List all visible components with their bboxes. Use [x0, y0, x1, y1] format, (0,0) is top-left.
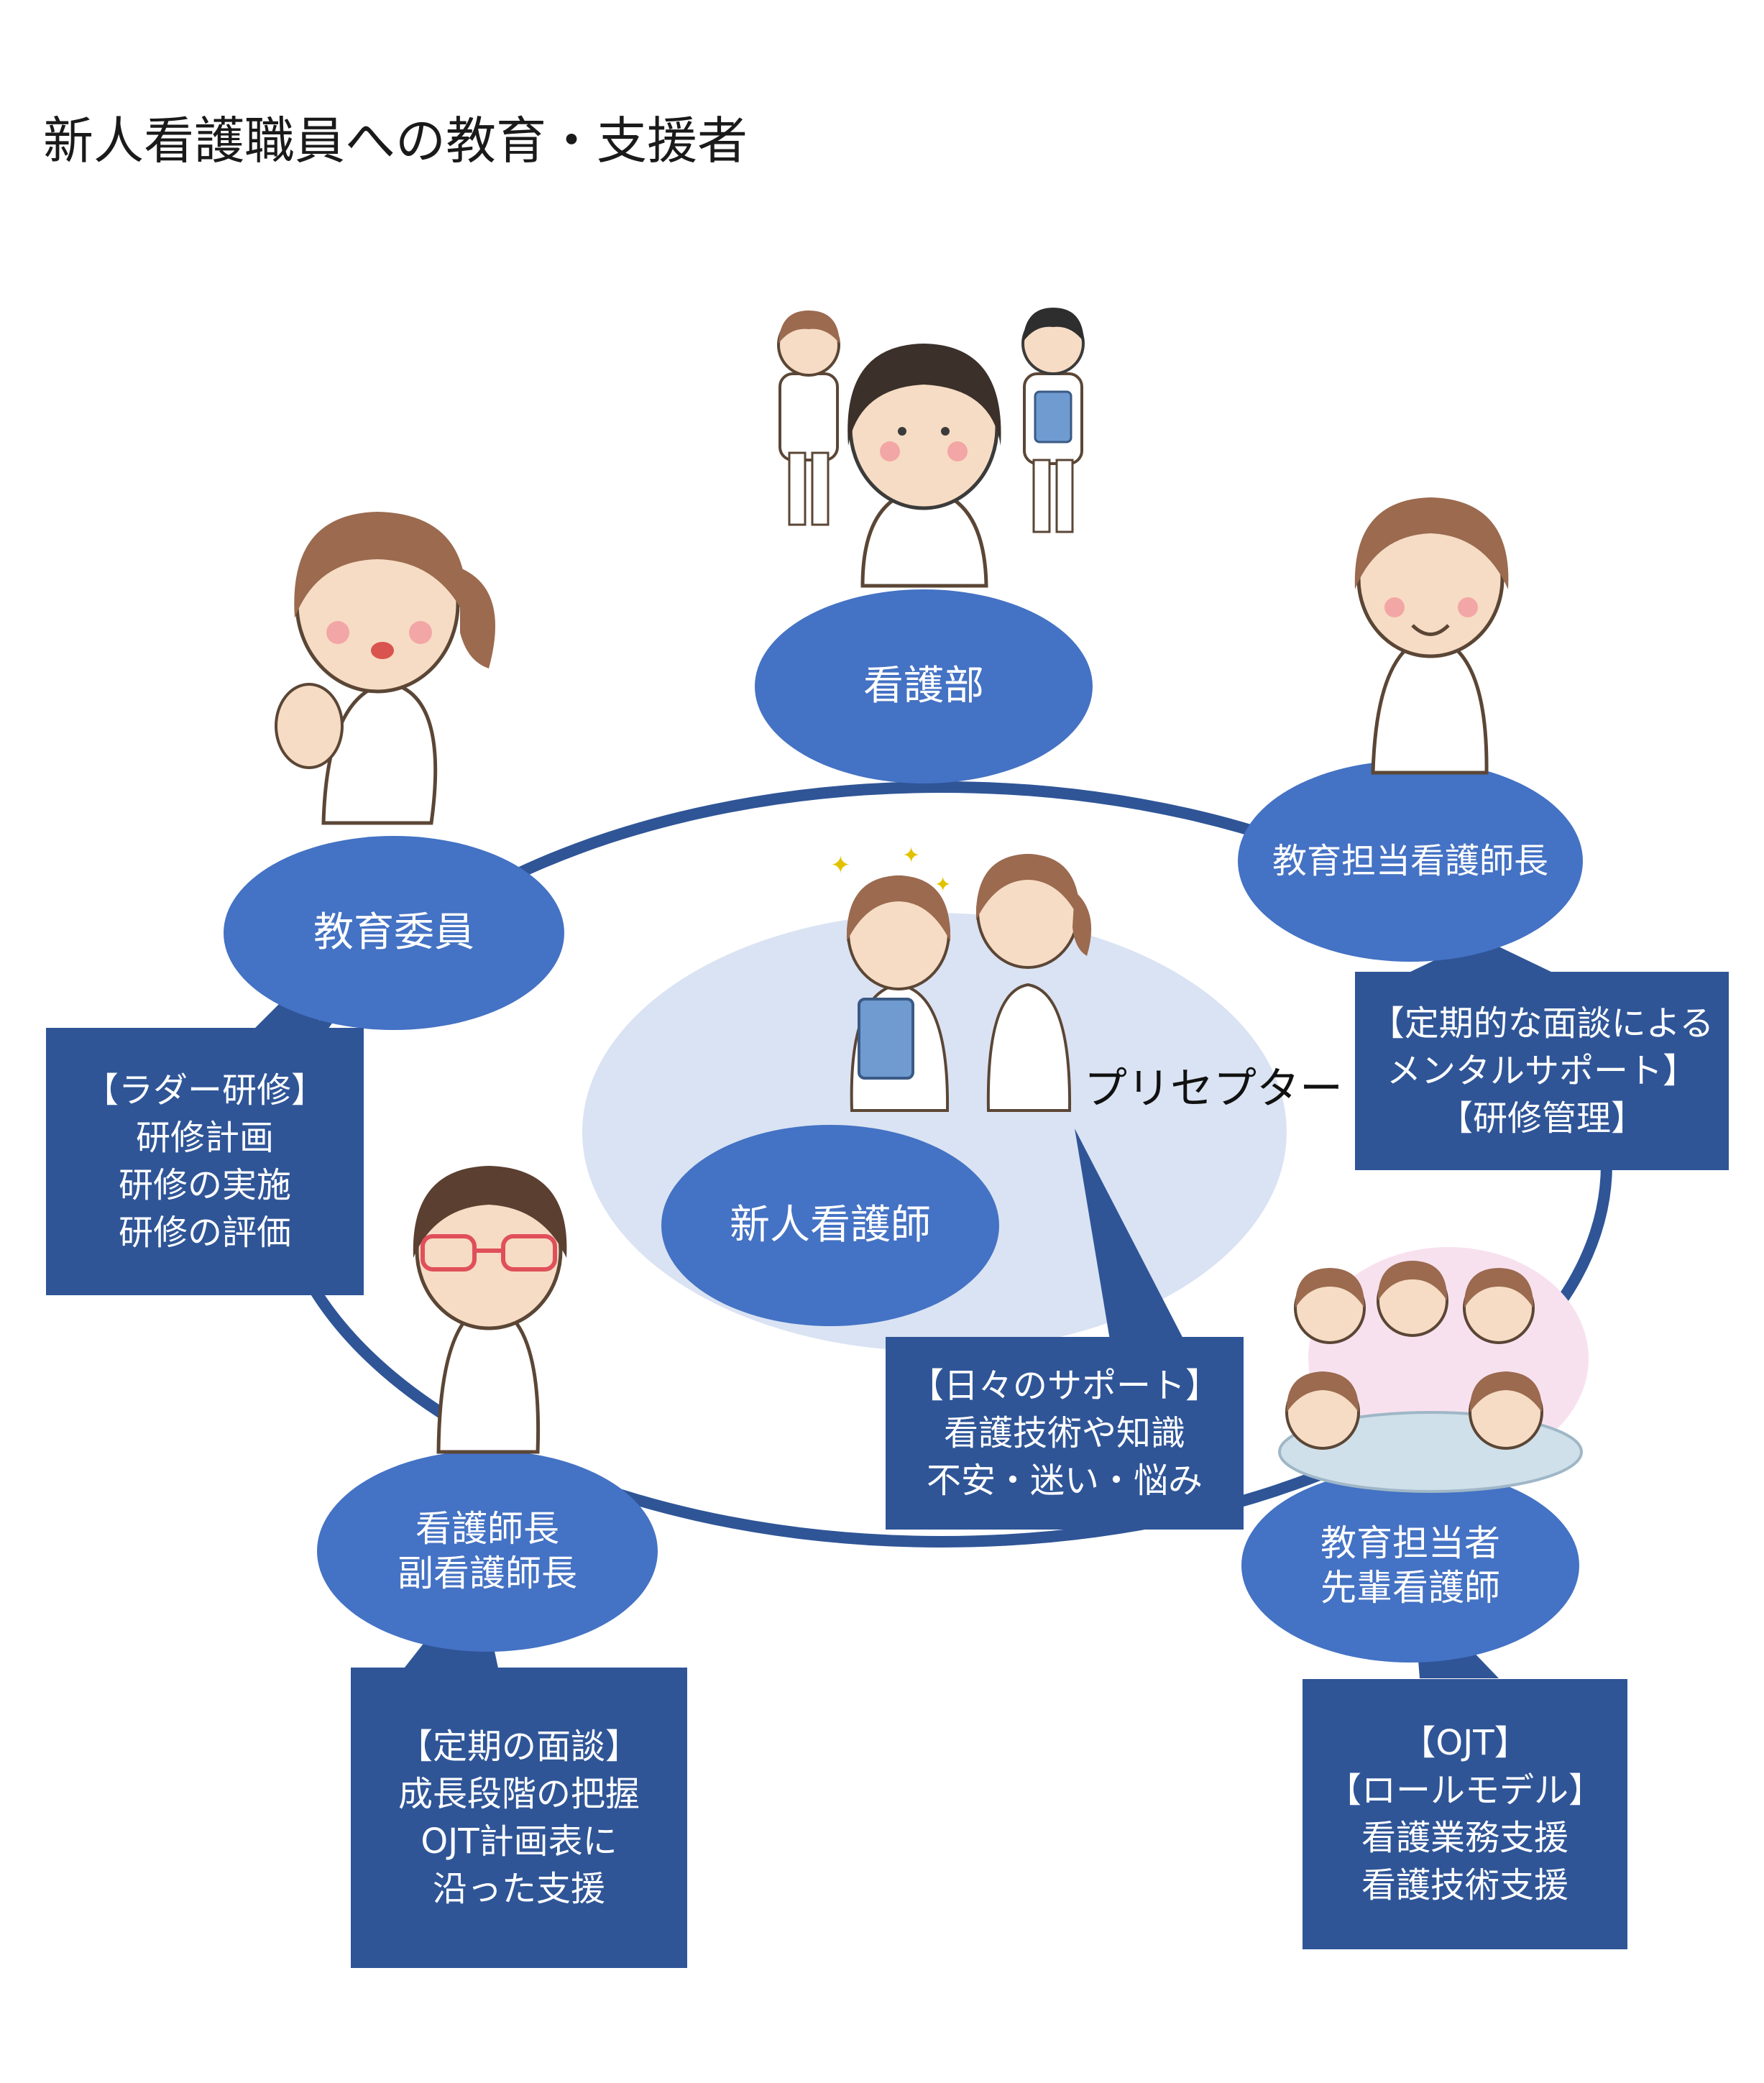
note-interview-line-2: 成長段階の把握 — [398, 1773, 640, 1814]
education-staff-line-1: 教育担当者 — [1320, 1522, 1500, 1564]
note-ojt-line-4: 看護技術支援 — [1361, 1865, 1568, 1906]
note-daily-line-3: 不安・迷い・悩み — [926, 1461, 1203, 1502]
note-ojt-line-3: 看護業務支援 — [1361, 1818, 1568, 1858]
pointer-mental — [1391, 938, 1571, 981]
new-nurse-text: 新人看護師 — [730, 1202, 931, 1249]
nursing-dept-text: 看護部 — [863, 663, 984, 709]
note-ladder-line-2: 研修計画 — [135, 1117, 274, 1158]
svg-text:✦: ✦ — [902, 843, 920, 868]
note-ladder-training: 【ラダー研修】 研修計画 研修の実施 研修の評価 — [46, 1028, 364, 1295]
page-title: 新人看護職員への教育・支援者 — [43, 111, 748, 170]
head-nurse-line-2: 副看護師長 — [398, 1553, 577, 1594]
label-head-nurse: 看護師長 副看護師長 — [317, 1450, 658, 1652]
label-new-nurse: 新人看護師 — [661, 1125, 999, 1326]
note-ladder-line-3: 研修の実施 — [118, 1165, 291, 1205]
svg-text:✦: ✦ — [830, 851, 851, 880]
label-education-committee: 教育委員 — [224, 836, 564, 1030]
note-mental-line-2: メンタルサポート】 — [1386, 1050, 1697, 1091]
label-education-head: 教育担当看護師長 — [1238, 760, 1583, 962]
nurse-ok-sign-icon — [275, 512, 495, 825]
pointer-daily — [1075, 1128, 1186, 1344]
note-ladder-line-1: 【ラダー研修】 — [83, 1070, 326, 1111]
note-ojt-line-2: 【ロールモデル】 — [1326, 1770, 1603, 1811]
oval-education-staff — [1241, 1468, 1579, 1663]
education-committee-text: 教育委員 — [313, 909, 474, 956]
oval-head-nurse — [317, 1450, 658, 1652]
note-mental-line-3: 【研修管理】 — [1438, 1098, 1645, 1139]
note-mental-support: 【定期的な面談による メンタルサポート】 【研修管理】 — [1355, 972, 1729, 1170]
svg-text:✦: ✦ — [934, 873, 951, 896]
preceptor-label: プリセプター — [1084, 1064, 1343, 1114]
nurse-group-top-icon — [777, 308, 1085, 588]
note-mental-line-1: 【定期的な面談による — [1369, 1003, 1714, 1044]
oval-new-nurse — [661, 1125, 999, 1326]
note-interview-line-3: OJT計画表に — [421, 1821, 617, 1862]
oval-nursing-dept — [755, 589, 1093, 783]
nurse-pair-center-icon: ✦ ✦ ✦ — [830, 843, 1092, 1112]
nurse-glasses-icon — [413, 1166, 567, 1454]
note-daily-support: 【日々のサポート】 看護技術や知識 不安・迷い・悩み — [886, 1337, 1244, 1530]
education-staff-line-2: 先輩看護師 — [1320, 1567, 1500, 1609]
nurse-meeting-icon — [1278, 1247, 1589, 1493]
note-daily-line-2: 看護技術や知識 — [943, 1412, 1185, 1453]
education-head-text: 教育担当看護師長 — [1272, 841, 1548, 881]
note-daily-line-1: 【日々のサポート】 — [909, 1365, 1220, 1406]
label-nursing-dept: 看護部 — [755, 589, 1093, 783]
note-interview-line-1: 【定期の面談】 — [398, 1726, 640, 1767]
note-ojt-line-1: 【OJT】 — [1401, 1722, 1529, 1763]
note-interview-line-4: 沿った支援 — [432, 1869, 605, 1910]
oval-education-committee — [224, 836, 564, 1030]
note-regular-interview: 【定期の面談】 成長段階の把握 OJT計画表に 沿った支援 — [351, 1668, 687, 1968]
note-ojt: 【OJT】 【ロールモデル】 看護業務支援 看護技術支援 — [1303, 1679, 1627, 1949]
nurse-smiling-icon — [1354, 497, 1509, 775]
head-nurse-line-1: 看護師長 — [415, 1507, 559, 1550]
oval-education-head — [1238, 760, 1583, 962]
label-education-staff: 教育担当者 先輩看護師 — [1241, 1468, 1579, 1663]
note-ladder-line-4: 研修の評価 — [118, 1213, 291, 1254]
